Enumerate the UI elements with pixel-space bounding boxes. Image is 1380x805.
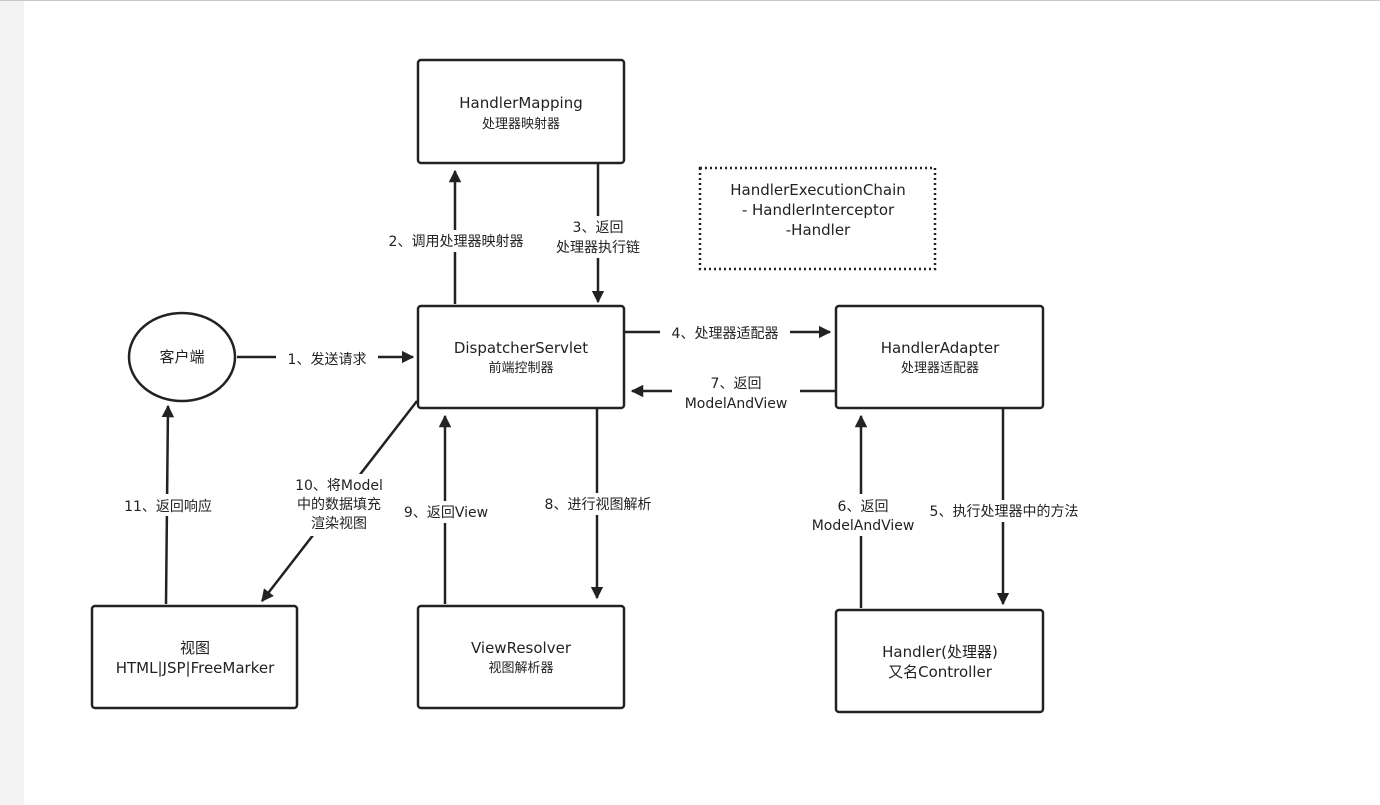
edge-5-execute-handler: 5、执行处理器中的方法 <box>921 409 1095 606</box>
edge-6-label-line1: 6、返回 <box>838 499 889 515</box>
node-view-title: 视图 <box>180 639 210 657</box>
edge-2-call-handler-mapping: 2、调用处理器映射器 <box>376 169 536 304</box>
edge-11-label: 11、返回响应 <box>124 498 212 515</box>
node-execution-chain: HandlerExecutionChain - HandlerIntercept… <box>698 166 937 271</box>
node-view-resolver-subtitle: 视图解析器 <box>488 661 553 676</box>
edge-1-send-request: 1、发送请求 <box>237 347 415 369</box>
node-handler-adapter-subtitle: 处理器适配器 <box>901 361 979 376</box>
edge-8-label: 8、进行视图解析 <box>545 497 652 513</box>
edge-10-label-line3: 渲染视图 <box>311 516 367 532</box>
node-view: 视图 HTML|JSP|FreeMarker <box>90 604 299 710</box>
edge-10-render-view: 10、将Model 中的数据填充 渲染视图 <box>261 400 418 602</box>
edge-5-label: 5、执行处理器中的方法 <box>930 504 1079 520</box>
edge-10-label-line2: 中的数据填充 <box>297 497 381 513</box>
node-handler-adapter: HandlerAdapter 处理器适配器 <box>834 304 1045 410</box>
edge-1-label: 1、发送请求 <box>288 352 367 368</box>
node-client-label: 客户端 <box>159 348 204 366</box>
node-handler-mapping: HandlerMapping 处理器映射器 <box>416 58 626 165</box>
edge-4-label: 4、处理器适配器 <box>672 326 779 342</box>
edge-7-return-model-and-view: 7、返回 ModelAndView <box>630 372 835 414</box>
node-handler-mapping-subtitle: 处理器映射器 <box>482 116 560 132</box>
edge-10-label-line1: 10、将Model <box>295 478 383 494</box>
edge-4-handler-adapter: 4、处理器适配器 <box>625 322 832 344</box>
node-handler-mapping-title: HandlerMapping <box>459 94 582 112</box>
edge-9-return-view: 9、返回View <box>396 414 496 604</box>
node-dispatcher-title: DispatcherServlet <box>454 339 588 357</box>
node-dispatcher-subtitle: 前端控制器 <box>488 360 553 376</box>
execution-chain-line2: - HandlerInterceptor <box>742 201 895 219</box>
node-view-resolver: ViewResolver 视图解析器 <box>416 604 626 710</box>
node-view-resolver-title: ViewResolver <box>471 639 572 657</box>
edge-6-label-line2: ModelAndView <box>812 518 915 534</box>
edge-3-label-line2: 处理器执行链 <box>556 240 640 256</box>
edge-8-view-resolve: 8、进行视图解析 <box>532 409 664 600</box>
edge-7-label-line1: 7、返回 <box>711 376 762 392</box>
node-handler-title: Handler(处理器) <box>882 643 998 661</box>
top-border <box>0 0 1380 1</box>
node-handler-adapter-title: HandlerAdapter <box>881 339 1000 357</box>
node-dispatcher-servlet: DispatcherServlet 前端控制器 <box>416 304 626 410</box>
execution-chain-line1: HandlerExecutionChain <box>730 181 906 199</box>
node-client: 客户端 <box>127 311 237 403</box>
edge-3-label-line1: 3、返回 <box>573 220 624 236</box>
edge-11-return-response: 11、返回响应 <box>114 404 222 605</box>
node-handler-subtitle: 又名Controller <box>888 663 993 681</box>
execution-chain-line3: -Handler <box>786 221 851 239</box>
edge-9-label: 9、返回View <box>404 505 488 521</box>
edge-6-return-model-and-view: 6、返回 ModelAndView <box>800 414 926 608</box>
edge-7-label-line2: ModelAndView <box>685 396 788 412</box>
left-gutter <box>0 0 24 805</box>
node-handler: Handler(处理器) 又名Controller <box>834 608 1045 714</box>
edge-2-label: 2、调用处理器映射器 <box>389 234 524 250</box>
node-view-subtitle: HTML|JSP|FreeMarker <box>116 659 275 677</box>
edge-3-return-execution-chain: 3、返回 处理器执行链 <box>548 164 650 304</box>
